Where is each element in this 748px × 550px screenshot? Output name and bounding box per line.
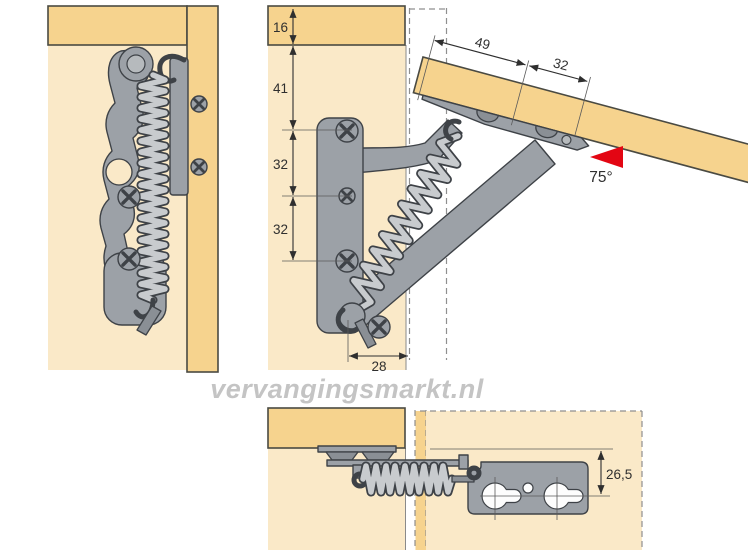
open-flap-board <box>412 56 748 185</box>
bottom-view: 26,5 <box>267 407 643 550</box>
bracket-hole <box>561 134 572 146</box>
screw-icon <box>116 184 142 210</box>
bracket-cup <box>535 124 558 139</box>
dim-top-offset: 41 <box>273 81 288 96</box>
dim-flap-outer: 49 <box>473 34 491 52</box>
dim-screw-gap-2: 32 <box>273 222 288 237</box>
pivot-pin <box>126 54 146 74</box>
screw-icon <box>366 314 392 340</box>
bracket-bar <box>317 445 397 453</box>
dim-flap-inner: 32 <box>552 55 570 73</box>
cabinet-top-board <box>267 5 406 46</box>
spring-top-hook <box>443 118 462 142</box>
angle-label: 75° <box>589 169 612 186</box>
dim-depth: 28 <box>371 359 386 374</box>
plate-hole <box>522 482 534 494</box>
dim-line-49 <box>434 39 526 66</box>
dim-plate-offset: 26,5 <box>606 467 632 482</box>
screw-icon <box>189 157 209 177</box>
flap-board <box>267 407 406 449</box>
release-pin <box>354 318 377 349</box>
bracket-cup <box>476 109 500 123</box>
closed-view <box>47 5 219 373</box>
mounting-plate <box>316 117 364 334</box>
spring-coil <box>138 72 168 303</box>
bracket-cup <box>361 451 395 461</box>
watermark: vervangingsmarkt.nl <box>210 374 484 404</box>
spring-right-hook <box>466 465 482 481</box>
screw-icon <box>116 246 142 272</box>
spring-bottom-hook <box>335 307 360 334</box>
cabinet-top-board <box>47 5 188 46</box>
screw-icon <box>189 94 209 114</box>
release-pin <box>136 305 162 336</box>
angle-arrow-icon <box>590 146 623 168</box>
screw-icon <box>334 118 360 144</box>
extension-line <box>510 60 530 126</box>
dim-line-32 <box>529 64 588 83</box>
open-flap-group: 49 32 <box>412 34 748 185</box>
spring-coil <box>360 463 455 495</box>
open-view: 49 32 16 41 32 32 <box>267 5 748 374</box>
extension-line <box>574 76 591 138</box>
spring-coil <box>349 133 461 316</box>
extension-line <box>417 35 436 101</box>
dim-screw-gap-1: 32 <box>273 157 288 172</box>
arm-hole <box>105 158 133 186</box>
dim-board-thickness: 16 <box>273 20 288 35</box>
lever-tab <box>458 454 469 470</box>
closed-flap-board <box>186 5 219 373</box>
bracket-cup <box>325 451 359 461</box>
